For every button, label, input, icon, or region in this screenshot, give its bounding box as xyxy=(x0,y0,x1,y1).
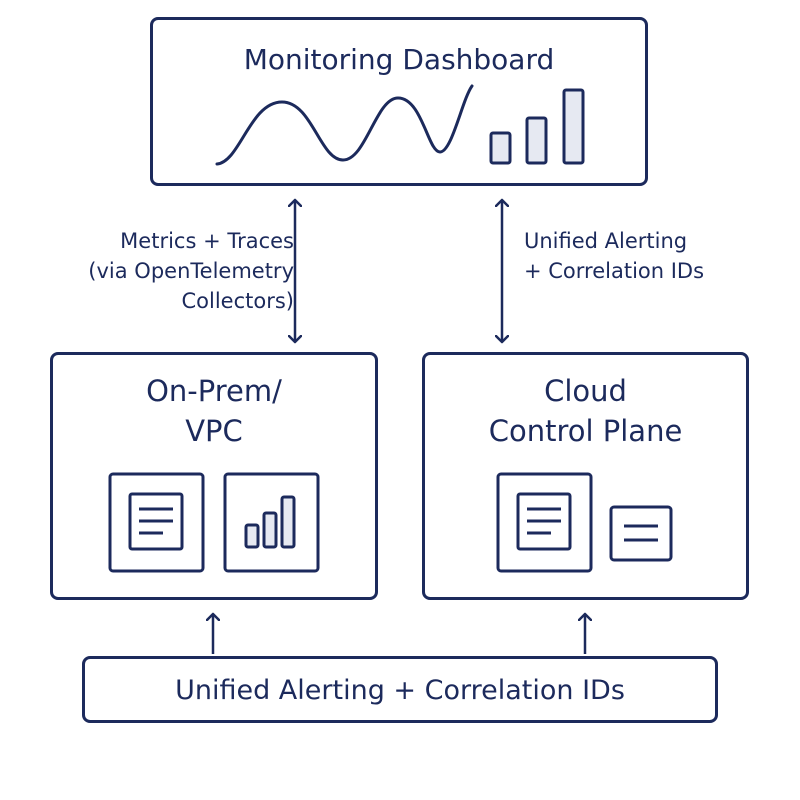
edge-label-line: Unified Alerting xyxy=(524,229,688,253)
cloud-title-line1: Cloud xyxy=(544,374,627,408)
cloud-control-plane-box: Cloud Control Plane xyxy=(422,352,749,600)
cloud-title: Cloud Control Plane xyxy=(425,371,746,451)
dashboard-title: Monitoring Dashboard xyxy=(243,43,555,76)
edge-label-line: (via OpenTelemetry xyxy=(88,259,294,283)
alerting-label: Unified Alerting + Correlation IDs xyxy=(175,675,625,706)
metrics-traces-edge-label: Metrics + Traces (via OpenTelemetry Coll… xyxy=(88,226,294,316)
edge-label-line: Collectors) xyxy=(181,289,295,313)
onprem-title-line2: VPC xyxy=(185,414,243,448)
onprem-title-line1: On-Prem/ xyxy=(146,374,282,408)
onprem-vpc-box: On-Prem/ VPC xyxy=(50,352,378,600)
monitoring-dashboard-box: Monitoring Dashboard xyxy=(150,17,648,186)
onprem-title: On-Prem/ VPC xyxy=(53,371,375,451)
edge-label-line: + Correlation IDs xyxy=(524,259,705,283)
alerting-correlation-edge-label: Unified Alerting + Correlation IDs xyxy=(524,226,704,286)
cloud-title-line2: Control Plane xyxy=(488,414,683,448)
edge-label-line: Metrics + Traces xyxy=(120,229,294,253)
unified-alerting-box: Unified Alerting + Correlation IDs xyxy=(82,656,718,723)
